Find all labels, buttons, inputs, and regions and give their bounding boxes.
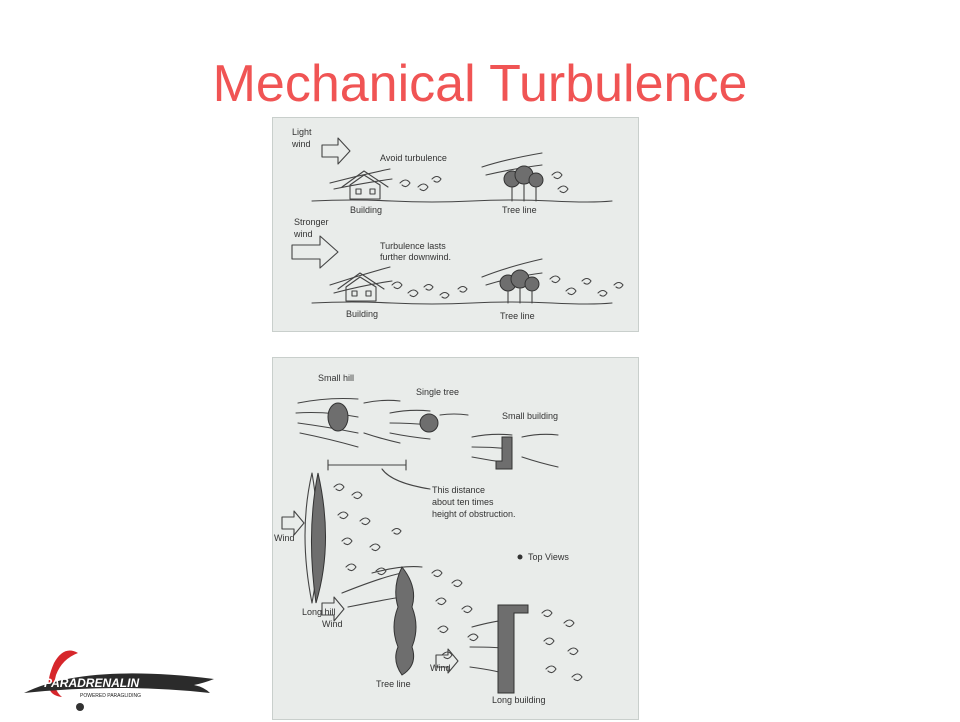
single-tree-streaks	[389, 409, 469, 440]
logo-tagline: POWERED PARAGLIDING	[80, 693, 141, 699]
wind-arrow-1-icon	[281, 510, 305, 536]
label-small-hill: Small hill	[318, 373, 354, 383]
logo-swoosh-icon	[48, 650, 78, 697]
tree-line-icon	[393, 566, 417, 676]
tree-line-eddies	[431, 569, 479, 660]
label-building-2: Building	[346, 309, 378, 319]
side-view-panel: Light wind Avoid turbulence Building Tre…	[272, 117, 639, 332]
label-stronger: Stronger	[294, 217, 329, 227]
tree-line-2-icon	[499, 269, 540, 304]
label-light-wind: wind	[291, 139, 311, 149]
label-distance-1: This distance	[432, 485, 485, 495]
long-hill-eddies	[333, 483, 402, 576]
long-building-icon	[497, 604, 529, 694]
distance-pointer	[381, 468, 431, 490]
label-long-building: Long building	[492, 695, 546, 705]
label-distance-3: height of obstruction.	[432, 509, 516, 519]
label-wind-1: Wind	[274, 533, 295, 543]
label-long-hill: Long hill	[302, 607, 336, 617]
label-further-downwind: further downwind.	[380, 252, 451, 262]
slide-title: Mechanical Turbulence	[212, 55, 748, 113]
label-single-tree: Single tree	[416, 387, 459, 397]
top-view-panel: Small hill Single tree Small building Th…	[272, 357, 639, 720]
paradrenalin-logo: PARADRENALIN POWERED PARAGLIDING	[14, 645, 230, 717]
light-wind-arrow-icon	[321, 137, 351, 165]
long-building-eddies	[541, 609, 583, 682]
distance-bracket	[327, 459, 407, 471]
label-distance-2: about ten times	[432, 497, 494, 507]
building-1-icon	[341, 170, 389, 200]
label-building-1: Building	[350, 205, 382, 215]
single-tree-icon	[419, 413, 439, 433]
label-tree-line-2: Tree line	[500, 311, 535, 321]
label-wind-3: Wind	[430, 663, 451, 673]
wind-arrow-2-icon	[321, 596, 345, 622]
eddies-1b	[551, 171, 569, 194]
small-hill-icon	[327, 402, 349, 432]
wind-streaks-2	[329, 258, 543, 294]
stronger-wind-arrow-icon	[291, 235, 339, 269]
label-top-views: Top Views	[528, 552, 569, 562]
logo-pilot-icon	[76, 703, 84, 711]
label-light: Light	[292, 127, 312, 137]
eddies-2	[391, 281, 468, 299]
label-turbulence-lasts: Turbulence lasts	[380, 241, 446, 251]
label-tree-line-1: Tree line	[502, 205, 537, 215]
ground-line-1	[311, 199, 613, 203]
building-2-icon	[337, 272, 385, 302]
label-wind-2: Wind	[322, 619, 343, 629]
logo-brand: PARADRENALIN	[44, 676, 139, 690]
long-hill-icon	[310, 472, 326, 604]
wind-arrow-3-icon	[435, 648, 459, 674]
small-hill-streaks	[295, 397, 401, 448]
small-building-streaks	[471, 433, 559, 468]
top-views-bullet-icon	[517, 554, 523, 560]
eddies-2b	[549, 275, 624, 297]
eddies-1	[399, 175, 442, 192]
ground-line-2	[311, 301, 613, 305]
tree-line-1-icon	[503, 165, 544, 202]
label-tree-line: Tree line	[376, 679, 411, 689]
label-stronger-wind: wind	[293, 229, 313, 239]
wind-streaks-1	[329, 152, 543, 190]
label-avoid-turbulence: Avoid turbulence	[380, 153, 447, 163]
small-building-icon	[495, 436, 513, 470]
logo-wing-icon	[24, 673, 214, 693]
label-small-building: Small building	[502, 411, 558, 421]
